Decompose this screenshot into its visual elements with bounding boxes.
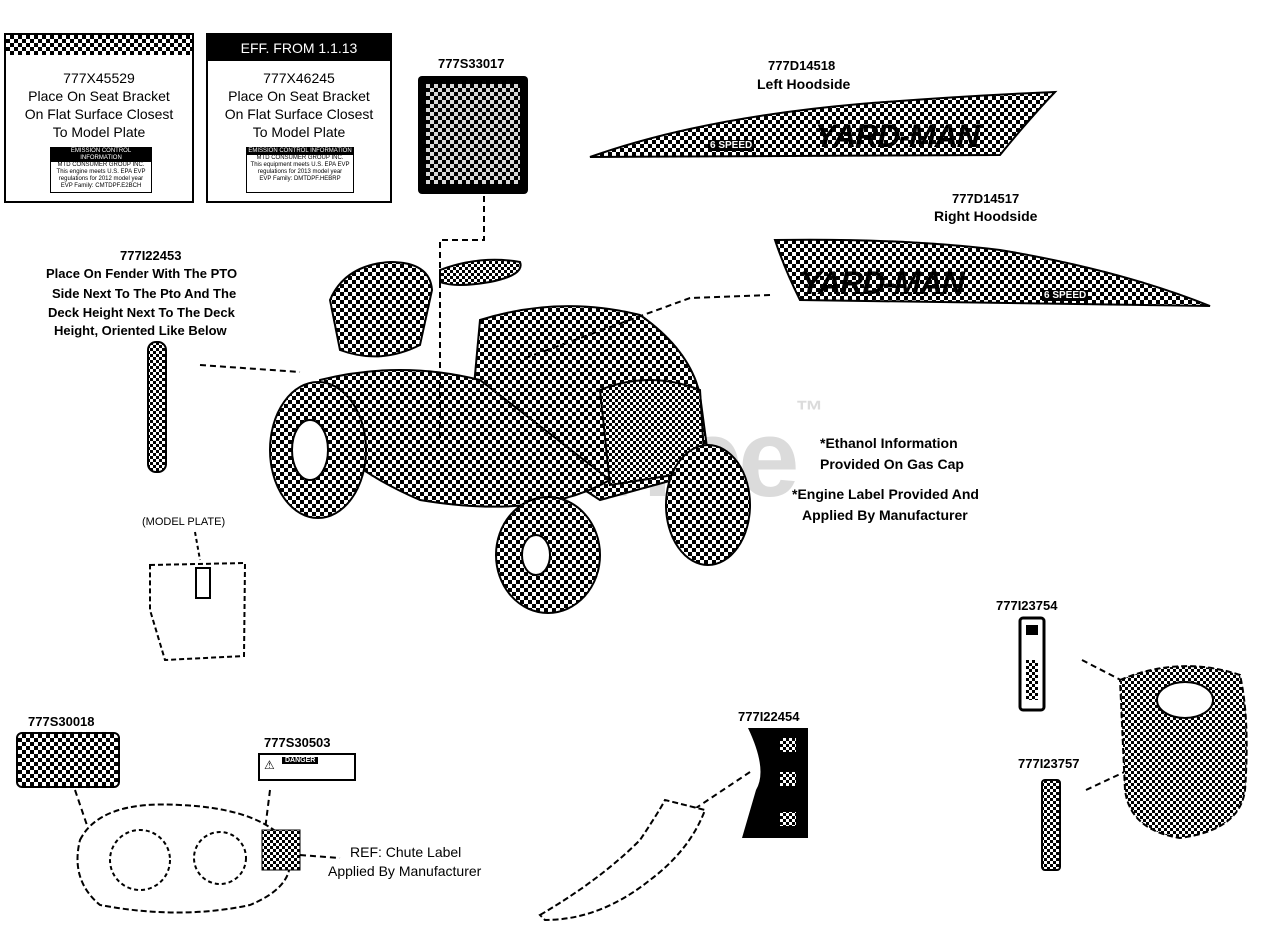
part-777i22454: 777I22454 [738,709,800,724]
model-plate [195,567,211,599]
label-777x45529: 777X45529 Place On Seat Bracket On Flat … [4,33,194,203]
decal-777i22454 [742,728,808,838]
emission-badge-line1: MTD CONSUMER GROUP INC. [256,155,344,161]
part-777s30503: 777S30503 [264,735,331,750]
label-777x46245-header: EFF. FROM 1.1.13 [208,35,390,61]
model-plate-bracket [149,561,247,662]
part-777i23754: 777I23754 [996,598,1058,613]
instr-777i22453-line1: Place On Fender With The PTO [46,266,238,281]
right-hoodside-decal [773,238,1211,307]
instr-777i22453-line2: Side Next To The Pto And The [52,286,237,301]
label-777x46245-part: 777X46245 [263,70,335,86]
label-777x46245-line2: On Flat Surface Closest [224,106,374,122]
label-777x46245-line3: To Model Plate [252,124,346,140]
desc-right-hoodside: Right Hoodside [934,208,1038,224]
note-ethanol-line1: *Ethanol Information [820,435,958,451]
note-engine-line1: *Engine Label Provided And [792,486,979,502]
part-777i22453: 777I22453 [120,248,182,263]
emission-badge-line3: regulations for 2012 model year [58,176,144,182]
note-engine-line2: Applied By Manufacturer [802,507,968,523]
model-plate-label: (MODEL PLATE) [142,516,226,528]
label-777x46245: EFF. FROM 1.1.13 777X46245 Place On Seat… [206,33,392,203]
part-777s30018: 777S30018 [28,714,95,729]
desc-left-hoodside: Left Hoodside [757,76,851,92]
tractor-front-wheel-right [665,444,751,566]
emission-badge: EMISSION CONTROL INFORMATION MTD CONSUME… [246,147,354,193]
emission-badge-line4: EVP Family: CMTDPF.E2BCH [60,183,142,189]
label-777x45529-part: 777X45529 [63,70,135,86]
emission-badge-line3: regulations for 2013 model year [257,169,343,175]
left-hoodside-decal [589,90,1058,158]
decal-777s33017 [418,76,528,194]
tractor [269,258,751,614]
decal-777s30018 [16,732,120,788]
part-777d14517: 777D14517 [952,191,1020,206]
lift-lever [538,798,707,922]
mower-deck [76,803,291,914]
label-777x45529-line1: Place On Seat Bracket [28,88,170,104]
part-777i23757: 777I23757 [1018,756,1080,771]
part-777d14518: 777D14518 [768,58,836,73]
fender-decal-strip [147,341,167,473]
chute-note-line1: REF: Chute Label [350,844,462,860]
instr-777i22453-line3: Deck Height Next To The Deck [48,305,235,320]
emission-badge: EMISSION CONTROL INFORMATION MTD CONSUME… [50,147,152,193]
decal-777s30503: DANGER ⚠ [258,753,356,781]
instr-777i22453-line4: Height, Oriented Like Below [54,323,227,338]
emission-badge-line2: This engine meets U.S. EPA EVP [56,169,146,175]
emission-badge-title: EMISSION CONTROL INFORMATION [51,148,151,162]
tractor-grille [598,379,707,487]
left-hoodside-speed: 6 SPEED [708,140,755,151]
danger-icon: ⚠ [264,758,275,772]
chute-note-line2: Applied By Manufacturer [328,863,482,879]
decal-777s30503-tag: DANGER [282,757,319,764]
label-777x45529-line2: On Flat Surface Closest [24,106,174,122]
note-ethanol-line2: Provided On Gas Cap [820,456,964,472]
dash-console [1118,665,1248,840]
label-777x45529-header [6,35,192,55]
decal-777i23757 [1041,779,1061,871]
decal-777s33017-text [426,84,520,184]
deck-chute [261,829,301,871]
emission-badge-line1: MTD CONSUMER GROUP INC. [57,162,145,168]
emission-badge-line4: EVP Family: DMTDPF.HEBRP [259,176,341,182]
right-hoodside-speed: 6 SPEED [1042,290,1089,301]
tractor-steering-wheel [439,258,522,286]
label-777x45529-line3: To Model Plate [52,124,146,140]
watermark-tm: ™ [795,395,823,426]
left-hoodside-brand: YARD-MAN [815,118,980,154]
emission-badge-title: EMISSION CONTROL INFORMATION [247,148,353,155]
label-777x46245-line1: Place On Seat Bracket [228,88,370,104]
part-777s33017: 777S33017 [438,56,505,71]
tractor-seat [328,260,434,358]
emission-badge-line2: This equipment meets U.S. EPA EVP [250,162,350,168]
right-hoodside-brand: YARD-MAN [800,265,965,301]
